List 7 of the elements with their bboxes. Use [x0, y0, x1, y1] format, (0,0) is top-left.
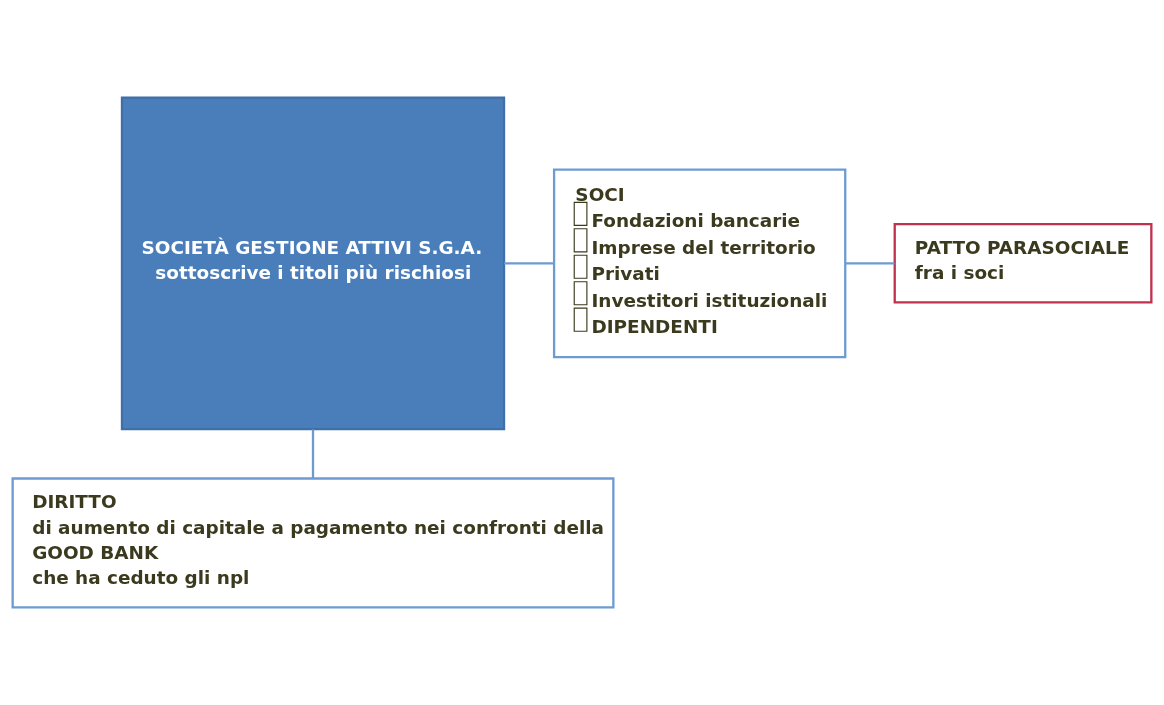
node-box: DIRITTO di aumento di capitale a pagamento nei confronti della GOOD BANK che ha ceduto gli npl [11, 477, 615, 609]
connector [504, 262, 554, 265]
connector [845, 262, 895, 265]
node-box: SOCIETÀ GESTIONE ATTIVI S.G.A. sottoscrive i titoli più rischiosi [120, 96, 506, 431]
node-box: SOCI Fondazioni bancarie Imprese del territorio Privati Investitori istituzionali DIPENDENTI [552, 168, 847, 359]
connector [311, 429, 315, 479]
node-box: PATTO PARASOCIALE fra i soci [893, 223, 1153, 304]
